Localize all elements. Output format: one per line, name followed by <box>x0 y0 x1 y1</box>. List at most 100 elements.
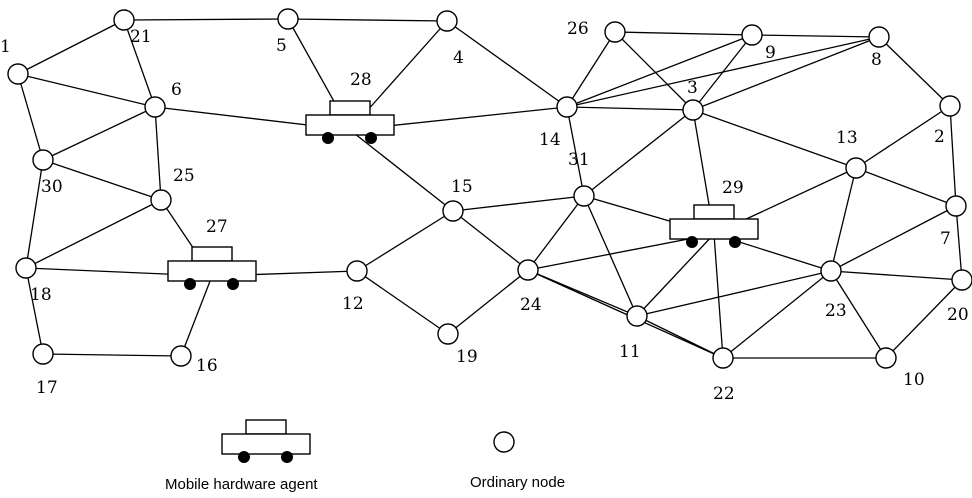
node-circle <box>517 259 539 281</box>
edge-13-7 <box>855 167 957 207</box>
node-5: 5 <box>276 8 299 56</box>
node-label: 21 <box>130 27 152 47</box>
node-circle <box>277 8 299 30</box>
node-label: 14 <box>539 130 561 150</box>
node-9: 9 <box>741 24 776 63</box>
edge-7-23 <box>830 205 957 272</box>
node-label: 17 <box>36 378 58 398</box>
node-18: 18 <box>15 257 52 305</box>
edge-layer <box>17 18 963 359</box>
node-label: 11 <box>619 342 641 362</box>
node-circle <box>626 305 648 327</box>
edge-14-31 <box>566 106 585 197</box>
node-circle <box>144 96 166 118</box>
node-label: 2 <box>934 127 945 147</box>
edge-26-3 <box>614 31 694 111</box>
edge-2-7 <box>949 105 957 207</box>
node-label: 1 <box>0 37 11 57</box>
edge-17-16 <box>42 353 182 357</box>
node-circle <box>436 10 458 32</box>
edge-23-20 <box>830 270 963 281</box>
edge-25-18 <box>25 199 162 269</box>
edge-14-9 <box>566 34 753 108</box>
node-circle <box>15 257 37 279</box>
edge-9-3 <box>692 34 753 111</box>
edge-30-25 <box>42 159 162 201</box>
node-label: 25 <box>173 166 195 186</box>
edge-24-22 <box>527 269 724 359</box>
edge-3-13 <box>692 109 857 169</box>
node-label: 3 <box>687 78 698 98</box>
edge-3-31 <box>583 109 694 197</box>
node-label: 29 <box>722 178 744 198</box>
node-label: 8 <box>871 50 882 70</box>
node-circle <box>556 96 578 118</box>
node-circle <box>150 189 172 211</box>
node-circle <box>346 260 368 282</box>
edge-21-5 <box>123 18 289 21</box>
node-24: 24 <box>517 259 542 315</box>
node-label: 26 <box>567 19 589 39</box>
node-circle <box>32 149 54 171</box>
node-circle <box>820 260 842 282</box>
node-label: 15 <box>451 177 473 197</box>
node-30: 30 <box>32 149 63 197</box>
edge-1-6 <box>17 73 156 108</box>
node-circle <box>32 343 54 365</box>
node-label: 28 <box>350 70 372 90</box>
node-15: 15 <box>442 177 473 222</box>
node-label: 20 <box>947 305 969 325</box>
edge-13-2 <box>855 105 951 169</box>
edge-14-3 <box>566 106 694 111</box>
node-11: 11 <box>619 305 648 362</box>
node-12: 12 <box>342 260 368 314</box>
node-17: 17 <box>32 343 58 398</box>
legend: Mobile hardware agent Ordinary node <box>165 419 565 493</box>
legend-agent-icon <box>221 419 311 463</box>
node-13: 13 <box>836 128 867 179</box>
node-6: 6 <box>144 80 182 118</box>
edge-23-10 <box>830 270 887 359</box>
node-label: 13 <box>836 128 858 148</box>
edge-4-14 <box>446 20 568 108</box>
edge-6-30 <box>42 106 156 161</box>
node-3: 3 <box>682 78 704 121</box>
edge-1-30 <box>17 73 44 161</box>
node-circle <box>604 21 626 43</box>
node-label: 16 <box>196 356 218 376</box>
node-10: 10 <box>875 347 925 390</box>
edge-11-23 <box>636 270 832 317</box>
edge-15-12 <box>356 210 454 272</box>
edge-22-23 <box>722 270 832 359</box>
edge-8-3 <box>692 36 880 111</box>
edge-5-4 <box>287 18 448 22</box>
node-label: 6 <box>171 80 182 100</box>
edge-24-29 <box>527 233 715 271</box>
edge-14-26 <box>566 31 616 108</box>
node-label: 5 <box>276 36 287 56</box>
node-label: 9 <box>765 43 776 63</box>
node-20: 20 <box>947 269 972 325</box>
agent-wheel <box>686 236 698 248</box>
legend-agent-label: Mobile hardware agent <box>165 476 318 493</box>
node-circle <box>442 200 464 222</box>
edge-6-25 <box>154 106 162 201</box>
node-4: 4 <box>436 10 464 68</box>
node-circle <box>573 185 595 207</box>
node-circle <box>682 99 704 121</box>
legend-node-label: Ordinary node <box>470 474 565 491</box>
node-circle <box>712 347 734 369</box>
node-14: 14 <box>539 96 578 150</box>
node-label: 24 <box>520 295 542 315</box>
node-label: 18 <box>30 285 52 305</box>
agent-wheel <box>184 278 196 290</box>
node-circle <box>939 95 961 117</box>
edge-20-10 <box>885 279 963 359</box>
node-label: 23 <box>825 301 847 321</box>
edge-30-18 <box>25 159 44 269</box>
edge-7-20 <box>955 205 963 281</box>
edge-1-21 <box>17 19 125 75</box>
node-circle <box>945 195 967 217</box>
node-19: 19 <box>437 323 478 367</box>
